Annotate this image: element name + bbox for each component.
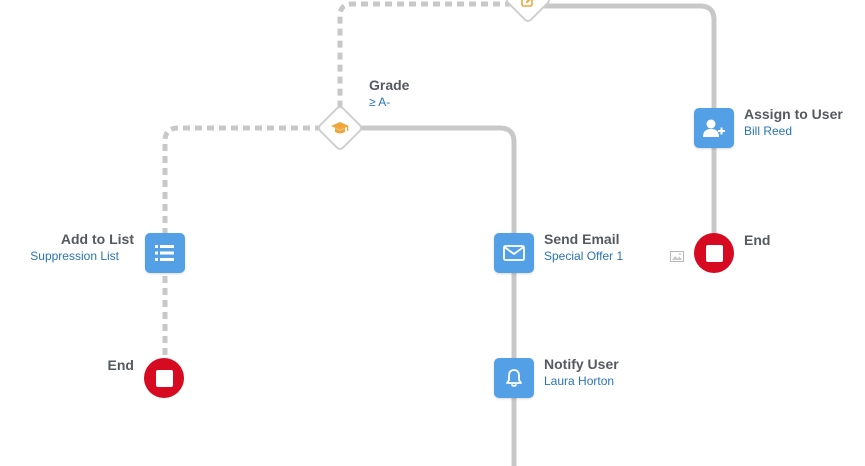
list-icon [155,245,174,261]
add-to-list-node[interactable] [145,233,185,273]
end-node-right[interactable] [694,233,734,273]
send-email-title: Send Email [544,231,620,247]
connector-top-left-dashed [337,1,512,112]
notify-user-title: Notify User [544,356,619,372]
add-to-list-subtitle[interactable]: Suppression List [30,249,119,263]
assign-to-user-subtitle[interactable]: Bill Reed [744,124,793,138]
edit-icon [521,0,535,7]
add-user-icon [703,119,725,137]
bell-icon [506,369,522,387]
graduation-cap-icon [331,122,349,134]
connector-grade-yes [358,125,517,466]
grade-decision-title: Grade [369,77,410,93]
notify-user-node[interactable] [494,358,534,398]
grade-decision[interactable] [315,103,365,153]
assign-to-user-node[interactable] [694,108,734,148]
end-left-label: End [107,357,134,373]
assign-to-user-title: Assign to User [744,106,843,122]
connector-grade-no-dashed [162,125,322,378]
connector-top-right [537,3,717,255]
add-to-list-title: Add to List [60,231,134,247]
send-email-subtitle[interactable]: Special Offer 1 [544,249,624,263]
end-right-label: End [744,232,771,248]
image-icon[interactable] [670,251,684,262]
notify-user-subtitle[interactable]: Laura Horton [544,374,615,388]
end-node-left[interactable] [144,358,184,398]
send-email-node[interactable] [494,233,534,273]
envelope-icon [503,245,525,261]
grade-decision-condition[interactable]: ≥ A- [369,95,391,109]
top-decision[interactable] [503,0,553,25]
